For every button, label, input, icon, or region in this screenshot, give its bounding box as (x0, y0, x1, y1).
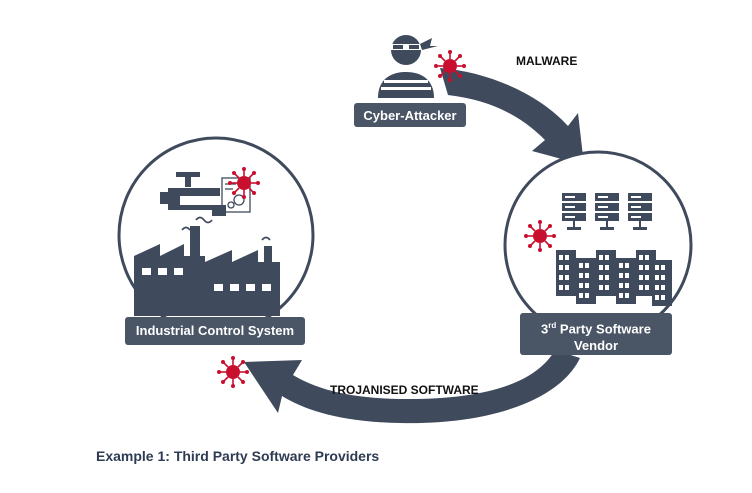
malware-arrow (440, 68, 584, 165)
cyber-attacker-label: Cyber-Attacker (354, 103, 466, 127)
vendor-label-sup: rd (548, 321, 557, 330)
hacker-icon (378, 35, 438, 98)
office-building-icon (596, 250, 616, 296)
virus-icon (216, 355, 250, 389)
vendor-label: 3rd Party Software Vendor (520, 313, 672, 355)
control-panel-icon (221, 177, 251, 213)
trojan-arrow (244, 350, 580, 424)
virus-icon (523, 219, 557, 253)
vendor-label-ordinal: 3 (541, 321, 549, 337)
pipe-valve-icon (160, 172, 226, 216)
office-building-icon (576, 258, 596, 304)
vendor-label-line1-text: Party Software (556, 321, 651, 337)
office-building-icon (652, 260, 672, 306)
ics-label: Industrial Control System (125, 317, 305, 345)
diagram-caption: Example 1: Third Party Software Provider… (96, 448, 380, 464)
trojan-arrow-label: TROJANISED SOFTWARE (330, 383, 479, 397)
office-building-icon (616, 258, 636, 304)
factory-icon (134, 216, 280, 316)
virus-icon (227, 166, 261, 200)
vendor-label-line2: Vendor (573, 338, 619, 354)
malware-arrow-label: MALWARE (516, 54, 578, 68)
vendor-circle (503, 150, 693, 340)
office-building-icon (556, 250, 576, 296)
virus-icon (433, 49, 467, 83)
vendor-label-line1: 3rd Party Software (520, 317, 672, 337)
